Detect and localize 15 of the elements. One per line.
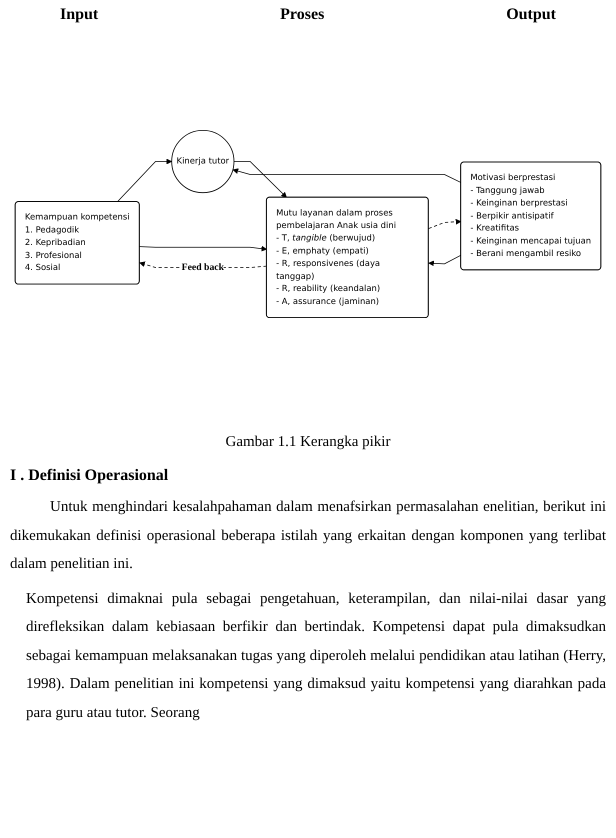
arrow xyxy=(139,246,267,252)
node-circle: Kinerja tutor xyxy=(171,130,234,194)
arrow xyxy=(116,158,172,202)
arrow xyxy=(234,161,287,198)
section-heading: I . Definisi Operasional xyxy=(10,467,170,485)
arrow xyxy=(428,254,462,266)
edge-label: Feed back xyxy=(182,262,224,273)
column-heading: Output xyxy=(506,6,556,24)
column-heading: Input xyxy=(60,6,98,24)
paragraph: Untuk menghindari kesalahpahaman dalam menafsirkan permasalahan enelitian, berikut ini dikemukakan definisi operasional beberapa istilah yang erkaitan dengan komponen yang terlibat dalam penelitian ini. xyxy=(10,498,606,574)
arrow xyxy=(232,168,462,183)
figure-caption: Gambar 1.1 Kerangka pikir xyxy=(224,434,392,451)
column-heading: Proses xyxy=(280,6,324,24)
paragraph: Kompetensi dimaknai pula sebagai pengetahuan, keterampilan, dan nilai-nilai dasar yang direfleksikan dalam kebiasaan berfikir dan bertindak. Kompetensi dapat pula dimaksudkan sebagai kemampuan melaksanakan tugas yang diperoleh melalui pendidikan atau latihan (Herry, 1998). Dalam penelitian ini kompetensi yang dimaksud yaitu kompetensi yang diarahkan pada para guru atau tutor. Seorang xyxy=(25,590,606,722)
arrow xyxy=(428,218,462,229)
